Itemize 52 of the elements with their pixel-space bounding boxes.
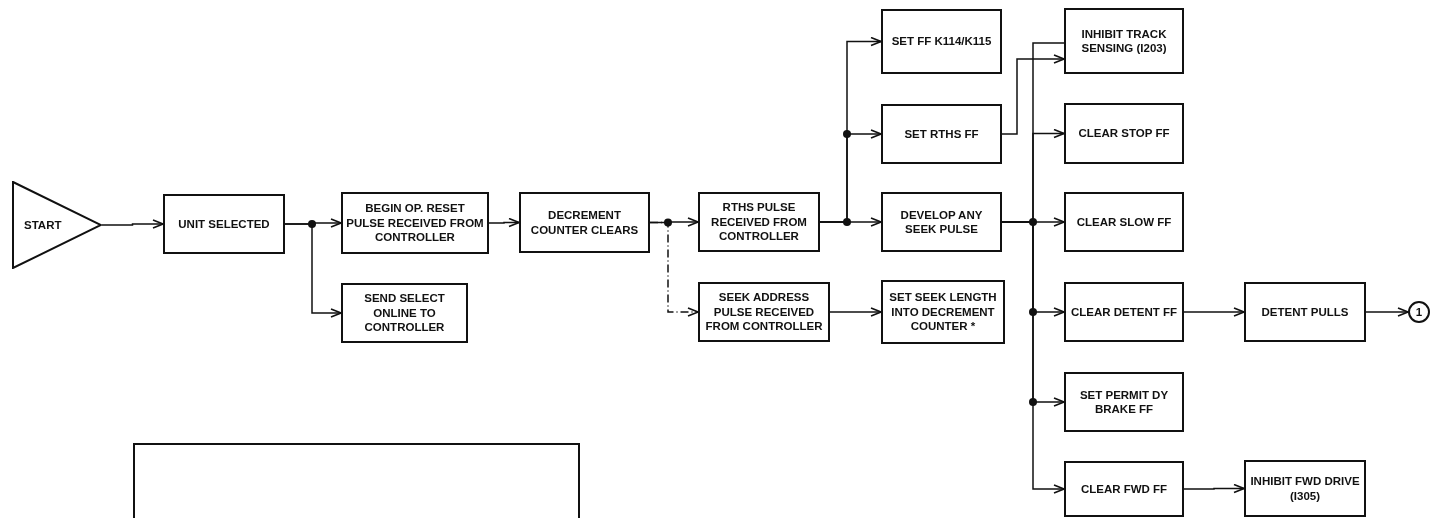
connector-circle: [1408, 301, 1430, 323]
process-box: [1064, 8, 1184, 74]
connector-arrow: [829, 307, 882, 317]
connector-arrow: [819, 217, 882, 227]
connector-arrow: [1183, 307, 1245, 317]
process-box: [1064, 192, 1184, 252]
process-box: [1064, 282, 1184, 342]
box-label: CLEAR STOP FF: [1077, 126, 1171, 141]
box-label: CLEAR DETENT FF: [1069, 304, 1179, 320]
process-box: [698, 192, 820, 252]
box-label: RTHS PULSE RECEIVED FROM CONTROLLER: [710, 200, 808, 244]
box-label: DETENT PULLS: [1260, 304, 1350, 320]
box-label: CLEAR SLOW FF: [1075, 214, 1173, 230]
box-label: SET FF K114/K115: [890, 34, 993, 49]
box-label: SEND SELECT ONLINE TO CONTROLLER: [363, 291, 446, 335]
process-box: [341, 192, 489, 254]
process-box: [1064, 103, 1184, 164]
connector-arrow: [1365, 307, 1409, 317]
process-box: [881, 280, 1005, 344]
connector-number: 1: [1414, 304, 1424, 320]
process-box: [881, 9, 1002, 74]
process-box: [1064, 461, 1184, 517]
box-label: DECREMENT COUNTER CLEARS: [529, 208, 640, 237]
connector-arrow: [1001, 221, 1065, 494]
process-box: [1064, 372, 1184, 432]
box-label: SET SEEK LENGTH INTO DECREMENT COUNTER *: [888, 290, 998, 334]
box-label: START: [23, 217, 63, 233]
start-triangle: [12, 181, 102, 269]
empty-box: [133, 443, 580, 518]
box-label: BEGIN OP. RESET PULSE RECEIVED FROM CONTROLLER: [345, 201, 485, 245]
connector-arrow: [649, 221, 699, 317]
box-label: DEVELOP ANY SEEK PULSE: [899, 207, 984, 237]
connector-arrow: [1001, 54, 1065, 135]
box-label: INHIBIT FWD DRIVE (I305): [1249, 474, 1361, 503]
process-box: [881, 192, 1002, 252]
process-box: [1244, 282, 1366, 342]
process-box: [698, 282, 830, 342]
process-box: [881, 104, 1002, 164]
box-label: CLEAR FWD FF: [1079, 481, 1169, 497]
process-box: [163, 194, 285, 254]
connector-arrow: [1183, 483, 1245, 494]
process-box: [519, 192, 650, 253]
box-label: INHIBIT TRACK SENSING (I203): [1080, 26, 1168, 56]
connector-arrow: [488, 217, 520, 228]
box-label: SET PERMIT DY BRAKE FF: [1078, 387, 1170, 417]
box-label: SET RTHS FF: [903, 126, 980, 142]
connector-arrow: [101, 219, 164, 229]
process-box: [1244, 460, 1366, 517]
connector-arrow: [284, 223, 342, 318]
process-box: [341, 283, 468, 343]
box-label: UNIT SELECTED: [177, 216, 271, 232]
box-label: SEEK ADDRESS PULSE RECEIVED FROM CONTROLLER: [704, 290, 824, 334]
